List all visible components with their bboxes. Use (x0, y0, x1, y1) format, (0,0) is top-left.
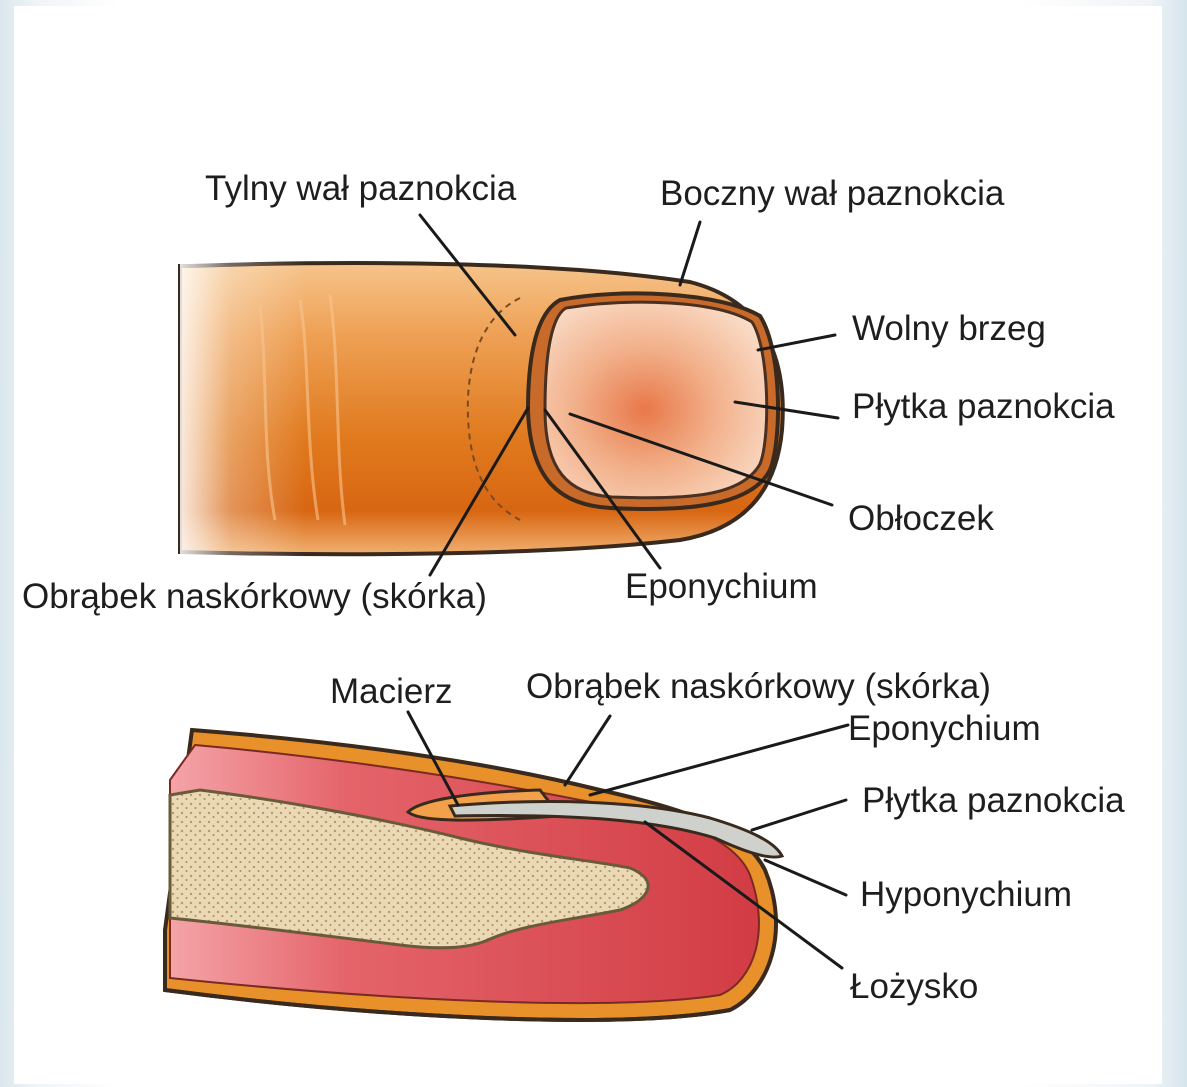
nail-plate-shape (545, 302, 767, 498)
label-cuticle-bottom: Obrąbek naskórkowy (skórka) (526, 667, 991, 706)
leader-nail-plate-bottom (752, 800, 846, 830)
label-lunula: Obłoczek (848, 499, 994, 538)
label-matrix: Macierz (330, 672, 453, 711)
label-nail-bed: Łożysko (850, 967, 978, 1006)
finger-top-view (180, 262, 783, 558)
label-proximal-nail-fold: Tylny wał paznokcia (205, 169, 517, 208)
label-cuticle-top: Obrąbek naskórkowy (skórka) (22, 577, 487, 616)
label-eponychium-top: Eponychium (625, 567, 818, 606)
label-nail-plate-bottom: Płytka paznokcia (862, 781, 1125, 820)
leader-lateral-fold (680, 222, 700, 285)
finger-section-view (165, 730, 782, 1020)
label-eponychium-bottom: Eponychium (848, 709, 1041, 748)
label-hyponychium: Hyponychium (860, 875, 1072, 914)
label-lateral-nail-fold: Boczny wał paznokcia (660, 174, 1005, 213)
leader-hyponychium (765, 860, 846, 895)
label-free-edge: Wolny brzeg (852, 309, 1046, 348)
leader-eponychium-bottom (590, 725, 848, 795)
leader-cuticle-bottom (565, 716, 610, 785)
label-nail-plate-top: Płytka paznokcia (852, 387, 1115, 426)
